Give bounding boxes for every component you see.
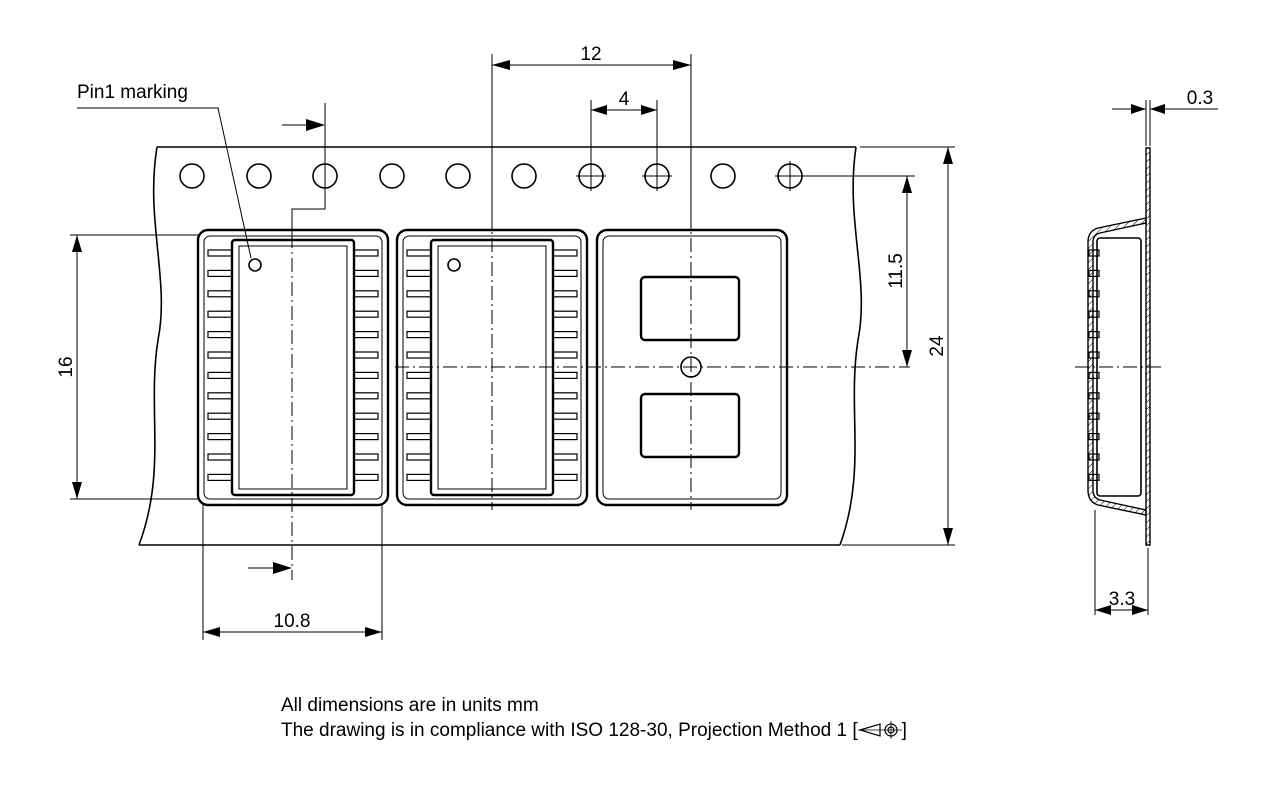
- dim-10-8-label: 10.8: [274, 611, 311, 632]
- ic-lead: [353, 392, 379, 400]
- projection-note: The drawing is in compliance with ISO 12…: [281, 720, 907, 742]
- ic-lead: [207, 249, 233, 257]
- ic-lead: [552, 371, 578, 379]
- ic-lead-side: [1088, 290, 1100, 298]
- ic-lead: [353, 269, 379, 277]
- ic-lead: [207, 392, 233, 400]
- ic-lead-side: [1088, 473, 1100, 481]
- dim-16: 16: [56, 234, 200, 500]
- ic-lead: [353, 371, 379, 379]
- ic-lead: [406, 269, 432, 277]
- ic-lead-side: [1088, 412, 1100, 420]
- ic-lead: [207, 412, 233, 420]
- dim-3-3-label: 3.3: [1109, 589, 1135, 610]
- ic-lead: [406, 249, 432, 257]
- offset-arrows: [248, 119, 325, 574]
- dim-pitch-4: 4: [590, 89, 658, 164]
- ic-lead: [207, 351, 233, 359]
- dim-11-5: 11.5: [886, 176, 912, 367]
- ic-lead: [552, 351, 578, 359]
- dim-0-3-label: 0.3: [1187, 88, 1213, 109]
- ic-lead: [207, 371, 233, 379]
- ic-lead: [552, 331, 578, 339]
- ic-lead: [552, 473, 578, 481]
- dim-pitch-12: 12: [491, 44, 692, 230]
- ic-lead: [207, 473, 233, 481]
- dim-24-label: 24: [927, 335, 948, 357]
- ic-lead: [207, 269, 233, 277]
- projection-note-close: ]: [901, 720, 907, 741]
- ic-lead: [353, 453, 379, 461]
- side-view: [1075, 147, 1165, 546]
- ic-lead: [406, 433, 432, 441]
- ic-lead: [353, 351, 379, 359]
- ic-lead: [406, 473, 432, 481]
- sprocket-offset-line: [291, 103, 326, 236]
- ic-lead: [552, 249, 578, 257]
- ic-lead: [406, 453, 432, 461]
- ic-lead: [552, 392, 578, 400]
- units-note: All dimensions are in units mm: [281, 695, 539, 716]
- pin1-callout: Pin1 marking: [77, 82, 252, 259]
- ic-lead-side: [1088, 331, 1100, 339]
- ic-lead-side: [1088, 371, 1100, 379]
- dim-12-label: 12: [580, 44, 601, 65]
- sprocket-holes: [179, 161, 915, 191]
- ic-lead: [406, 310, 432, 318]
- ic-lead-side: [1088, 453, 1100, 461]
- ic-lead: [552, 433, 578, 441]
- ic-lead: [353, 433, 379, 441]
- ic-lead: [353, 331, 379, 339]
- ic-lead: [207, 290, 233, 298]
- ic-lead: [552, 290, 578, 298]
- ic-lead: [406, 371, 432, 379]
- ic-lead: [406, 331, 432, 339]
- ic-lead: [207, 331, 233, 339]
- ic-lead: [353, 290, 379, 298]
- ic-lead: [207, 310, 233, 318]
- dim-24: 24: [842, 146, 955, 546]
- carrier-tape: [138, 146, 863, 546]
- ic-lead: [406, 412, 432, 420]
- dim-0-3: 0.3: [1112, 88, 1218, 146]
- ic-lead-side: [1088, 392, 1100, 400]
- ic-lead-side: [1088, 249, 1100, 257]
- ic-lead: [552, 453, 578, 461]
- ic-lead: [353, 249, 379, 257]
- ic-lead-side: [1088, 433, 1100, 441]
- ic-lead: [406, 290, 432, 298]
- ic-lead-side: [1088, 351, 1100, 359]
- ic-lead: [353, 412, 379, 420]
- ic-lead: [207, 453, 233, 461]
- center-lines: [291, 190, 910, 580]
- dim-16-label: 16: [56, 356, 77, 377]
- ic-lead: [353, 473, 379, 481]
- ic-lead-side: [1088, 269, 1100, 277]
- dim-4-label: 4: [619, 89, 630, 110]
- ic-lead-side: [1088, 310, 1100, 318]
- ic-lead: [406, 392, 432, 400]
- ic-lead: [406, 351, 432, 359]
- ic-lead: [552, 269, 578, 277]
- projection-method-icon: [857, 721, 902, 739]
- dim-11-5-label: 11.5: [886, 253, 907, 289]
- projection-note-text: The drawing is in compliance with ISO 12…: [281, 720, 858, 741]
- ic-lead: [353, 310, 379, 318]
- ic-lead: [552, 310, 578, 318]
- dim-3-3: 3.3: [1094, 510, 1149, 615]
- ic-lead: [552, 412, 578, 420]
- pin1-label: Pin1 marking: [77, 82, 188, 103]
- pocket-1: [196, 228, 390, 507]
- ic-lead: [207, 433, 233, 441]
- dim-10-8: 10.8: [202, 505, 383, 640]
